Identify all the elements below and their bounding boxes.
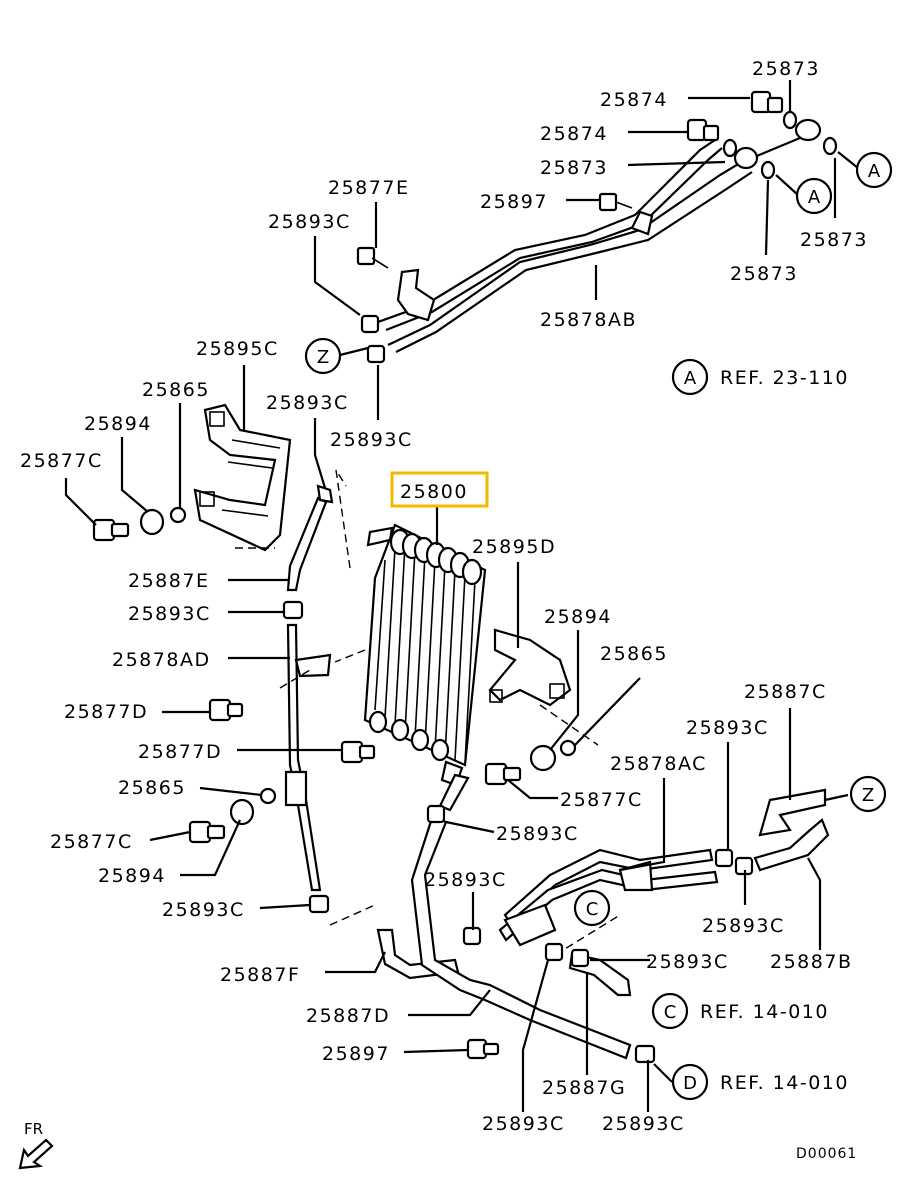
highlight-box-25800 bbox=[390, 471, 489, 508]
label-25895d: 25895D bbox=[472, 536, 556, 558]
label-25887c: 25887C bbox=[744, 681, 827, 703]
front-direction-indicator: FR bbox=[18, 1120, 54, 1170]
ref-callout-a: A bbox=[684, 368, 697, 389]
label-25877c: 25877C bbox=[560, 789, 643, 811]
label-25897: 25897 bbox=[480, 191, 548, 213]
label-25893c: 25893C bbox=[268, 211, 351, 233]
bracket-25895c bbox=[193, 403, 292, 552]
part-labels: 25873 25874 25874 25873 25873 25873 2587… bbox=[20, 58, 868, 1135]
label-25873: 25873 bbox=[752, 58, 820, 80]
pipe-assembly-25878ab bbox=[356, 90, 838, 364]
label-25877c: 25877C bbox=[50, 831, 133, 853]
reference-notes: A REF. 23-110 C REF. 14-010 D REF. 14-01… bbox=[651, 358, 849, 1101]
label-25873: 25873 bbox=[730, 263, 798, 285]
label-25897: 25897 bbox=[322, 1043, 390, 1065]
bolt-25874-lower bbox=[686, 118, 720, 142]
label-25887d: 25887D bbox=[306, 1005, 390, 1027]
ref-callout-c: C bbox=[664, 1002, 677, 1023]
label-25893c: 25893C bbox=[162, 899, 245, 921]
front-arrow-icon bbox=[18, 1138, 54, 1170]
label-25893c: 25893C bbox=[128, 603, 211, 625]
label-25878ab: 25878AB bbox=[540, 309, 637, 331]
label-25865: 25865 bbox=[600, 643, 668, 665]
label-25878ad: 25878AD bbox=[112, 649, 211, 671]
label-25887e: 25887E bbox=[128, 570, 209, 592]
label-25893c: 25893C bbox=[602, 1113, 685, 1135]
callout-a: A bbox=[868, 161, 881, 182]
label-25893c: 25893C bbox=[330, 429, 413, 451]
label-25893c: 25893C bbox=[686, 717, 769, 739]
ref-text-c: REF. 14-010 bbox=[700, 1001, 829, 1023]
label-25887b: 25887B bbox=[770, 951, 852, 973]
label-25894: 25894 bbox=[84, 413, 152, 435]
label-25893c: 25893C bbox=[266, 392, 349, 414]
label-25887g: 25887G bbox=[542, 1077, 626, 1099]
label-25877d: 25877D bbox=[138, 741, 222, 763]
bolt-25877d-lower bbox=[340, 740, 376, 764]
bracket-25895d bbox=[488, 628, 599, 746]
mount-hardware-left bbox=[92, 506, 187, 542]
callout-c: C bbox=[586, 899, 599, 920]
ref-text-a: REF. 23-110 bbox=[720, 367, 849, 389]
label-25893c: 25893C bbox=[482, 1113, 565, 1135]
hose-25887d bbox=[410, 773, 632, 1060]
callout-a: A bbox=[808, 187, 821, 208]
label-25878ac: 25878AC bbox=[610, 753, 707, 775]
label-25874: 25874 bbox=[540, 123, 608, 145]
label-25893c: 25893C bbox=[496, 823, 579, 845]
label-25895c: 25895C bbox=[196, 338, 279, 360]
label-25887f: 25887F bbox=[220, 964, 300, 986]
bolt-25877d-upper bbox=[208, 698, 244, 722]
label-25873: 25873 bbox=[540, 157, 608, 179]
bolt-25874-upper bbox=[750, 90, 784, 114]
label-25893c: 25893C bbox=[702, 915, 785, 937]
callout-circles: A A Z Z C bbox=[304, 151, 893, 927]
label-25873: 25873 bbox=[800, 229, 868, 251]
mount-hardware-right bbox=[484, 739, 577, 786]
hose-25887c bbox=[758, 788, 827, 837]
oil-cooler-25800 bbox=[335, 469, 487, 787]
callout-z: Z bbox=[317, 347, 329, 368]
hose-25887e bbox=[286, 484, 334, 592]
label-25877d: 25877D bbox=[64, 701, 148, 723]
hose-25887b bbox=[753, 818, 830, 872]
label-25893c: 25893C bbox=[646, 951, 729, 973]
label-25874: 25874 bbox=[600, 89, 668, 111]
label-25877e: 25877E bbox=[328, 177, 409, 199]
diagram-code: D00061 bbox=[796, 1146, 857, 1162]
mount-hardware-lower-left bbox=[188, 787, 277, 844]
label-25865: 25865 bbox=[142, 379, 210, 401]
callout-z: Z bbox=[862, 785, 874, 806]
label-25894: 25894 bbox=[98, 865, 166, 887]
label-25893c: 25893C bbox=[424, 869, 507, 891]
pipe-25878ad bbox=[284, 623, 332, 892]
bolt-25897-lower bbox=[466, 1038, 500, 1060]
front-label: FR bbox=[24, 1120, 43, 1138]
ref-callout-d: D bbox=[683, 1073, 697, 1094]
ref-text-d: REF. 14-010 bbox=[720, 1072, 849, 1094]
label-25800: 25800 bbox=[400, 481, 468, 503]
leader-lines bbox=[64, 80, 859, 1112]
label-25877c: 25877C bbox=[20, 450, 103, 472]
label-25865: 25865 bbox=[118, 777, 186, 799]
label-25894: 25894 bbox=[544, 606, 612, 628]
